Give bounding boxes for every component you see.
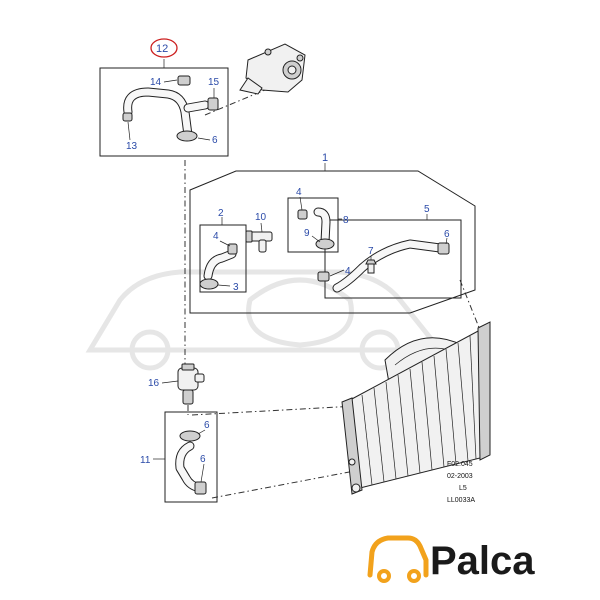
ref-line-3: L5: [459, 485, 467, 492]
highlight-ring: [150, 38, 178, 58]
callout-2: 2: [218, 208, 224, 219]
callout-15: 15: [208, 77, 220, 88]
callout-16: 16: [148, 378, 160, 389]
callout-5: 5: [424, 204, 430, 215]
bleed-screw-7: [365, 259, 377, 274]
callout-6-lower-top: 6: [204, 420, 210, 431]
group-11-assembly: 11 6 6: [140, 411, 218, 503]
callout-8: 8: [343, 215, 349, 226]
ref-line-2: 02-2003: [447, 473, 473, 480]
valve-16: [177, 363, 205, 405]
reference-block: F02.045 02-2003 L5 LL0033A: [447, 461, 475, 504]
car-icon: [367, 535, 429, 583]
ref-line-4: LL0033A: [447, 497, 475, 504]
clamp-6-top: [176, 130, 198, 142]
callout-6-right: 6: [444, 229, 450, 240]
water-pump: [239, 43, 306, 95]
clamp-6-lower-bottom: [194, 481, 207, 495]
clamp-6-right: [437, 242, 450, 255]
callout-6-top: 6: [212, 135, 218, 146]
callout-10: 10: [255, 212, 267, 223]
callout-11: 11: [140, 455, 151, 466]
group-12-assembly: 12 14 15 13 6: [99, 38, 229, 157]
clamp-15: [207, 97, 219, 111]
logo-text: Palca: [430, 539, 535, 583]
callout-4-left: 4: [213, 231, 219, 242]
group-8-frame: [287, 197, 339, 253]
callout-1: 1: [322, 152, 328, 164]
radiator-fins: [361, 335, 477, 486]
callout-14: 14: [150, 77, 162, 88]
callout-7: 7: [368, 246, 374, 257]
ref-line-1: F02.045: [447, 461, 473, 468]
watermark-car-outline: [85, 269, 446, 371]
clamp-14: [177, 75, 191, 86]
clamp-9: [315, 238, 335, 250]
callout-6-lower-bottom: 6: [200, 454, 206, 465]
clamp-4-top: [297, 209, 308, 220]
callout-4-top: 4: [296, 187, 302, 198]
callout-12: 12: [156, 43, 168, 55]
clamp-3: [199, 278, 219, 290]
group-11-frame: [164, 411, 218, 503]
clamp-6-lower-top: [179, 430, 201, 442]
clamp-4-right: [317, 271, 330, 282]
group-2-frame: [199, 224, 247, 293]
palca-logo: Palca: [367, 535, 535, 583]
t-connector-10: [245, 230, 273, 253]
callout-4-right: 4: [345, 266, 351, 277]
clamp-4-left: [227, 243, 238, 255]
callout-13: 13: [126, 141, 138, 152]
callout-9: 9: [304, 228, 310, 239]
group-1-assembly: 1 2 5 4 3 10 4 8: [189, 152, 476, 314]
callout-3: 3: [233, 282, 239, 293]
group-1-frame: [189, 170, 476, 314]
clamp-13: [122, 112, 133, 122]
radiator: [341, 321, 491, 495]
